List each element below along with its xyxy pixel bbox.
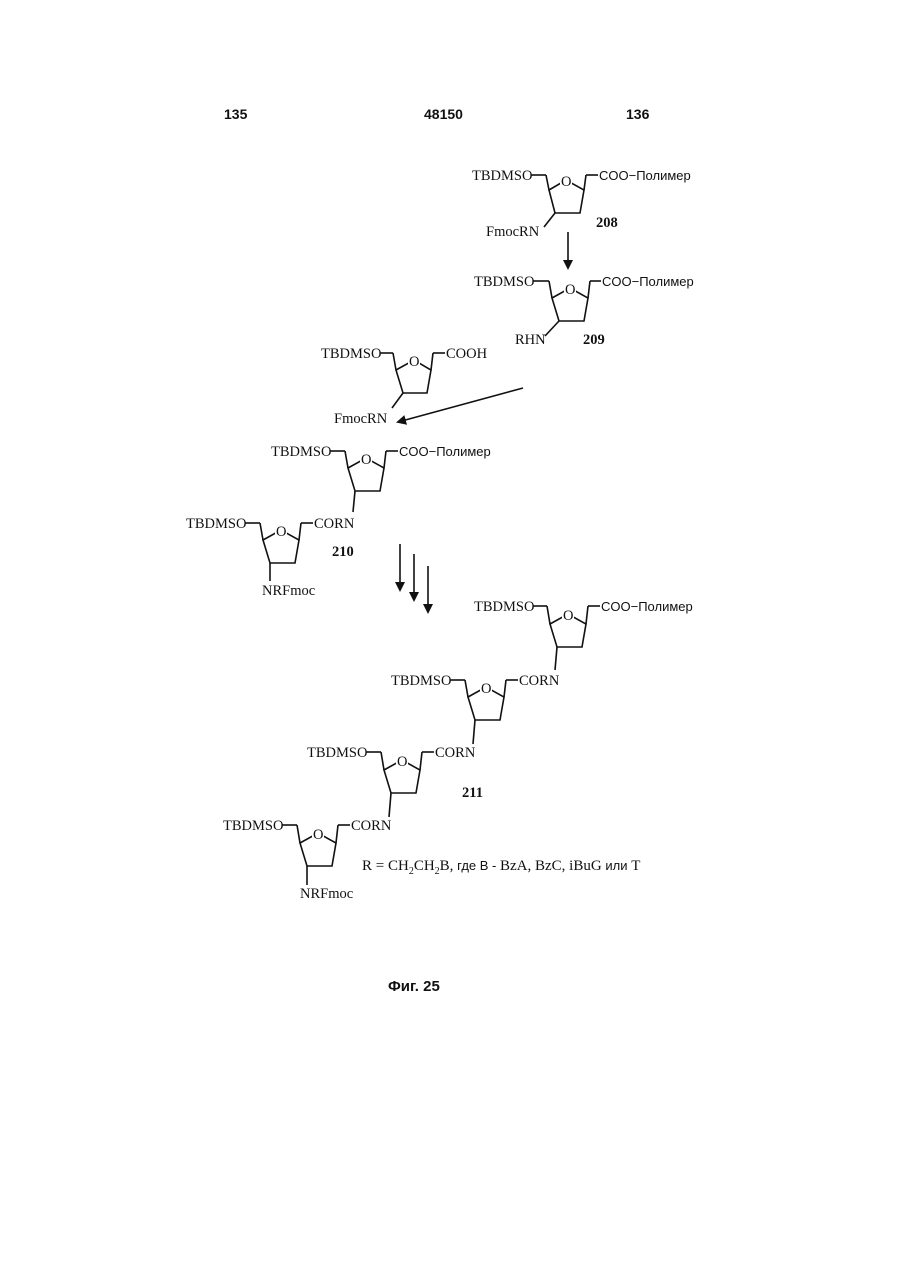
- reagent-acid: TBDMSO O COOH FmocRN: [321, 346, 488, 427]
- fmocrn-label: FmocRN: [334, 411, 388, 427]
- r-group-definition: R = CH2CH2B, где B - BzA, BzC, iBuG или …: [362, 858, 640, 877]
- tbdmso-label: TBDMSO: [223, 818, 283, 834]
- ring-oxygen: O: [561, 174, 571, 190]
- compound-210: TBDMSO O COO−Полимер TBDMSO O CORN NRFmo…: [186, 444, 491, 599]
- tbdmso-label: TBDMSO: [474, 274, 534, 290]
- coo-polymer-label: COO−Полимер: [599, 168, 691, 183]
- ring-oxygen: O: [361, 452, 371, 468]
- coo-polymer-label: COO−Полимер: [602, 274, 694, 289]
- ring-oxygen: O: [409, 354, 419, 370]
- repeated-steps-arrows: [400, 544, 428, 612]
- compound-number: 210: [332, 544, 354, 560]
- tbdmso-label: TBDMSO: [472, 168, 532, 184]
- ring-oxygen: O: [397, 754, 407, 770]
- ring-oxygen: O: [481, 681, 491, 697]
- tbdmso-label: TBDMSO: [307, 745, 367, 761]
- compound-209: TBDMSO O COO−Полимер RHN 209: [474, 274, 694, 348]
- compound-211: TBDMSO O COO−Полимер TBDMSO O CORN TBDMS…: [223, 599, 693, 902]
- cooh-label: COOH: [446, 346, 488, 362]
- compound-number: 209: [583, 332, 605, 348]
- compound-number: 211: [462, 785, 483, 801]
- rhn-label: RHN: [515, 332, 546, 348]
- nrfmoc-label: NRFmoc: [262, 583, 315, 599]
- tbdmso-label: TBDMSO: [321, 346, 381, 362]
- nrfmoc-label: NRFmoc: [300, 886, 353, 902]
- tbdmso-label: TBDMSO: [271, 444, 331, 460]
- ring-oxygen: O: [563, 608, 573, 624]
- tbdmso-label: TBDMSO: [391, 673, 451, 689]
- compound-208: TBDMSO O COO−Полимер FmocRN 208: [472, 168, 691, 240]
- fmocrn-label: FmocRN: [486, 224, 540, 240]
- tbdmso-label: TBDMSO: [186, 516, 246, 532]
- corn-label: CORN: [435, 745, 476, 761]
- corn-label: CORN: [519, 673, 560, 689]
- coo-polymer-label: COO−Полимер: [399, 444, 491, 459]
- ring-oxygen: O: [276, 524, 286, 540]
- figure-caption: Фиг. 25: [388, 978, 440, 995]
- corn-label: CORN: [314, 516, 355, 532]
- corn-label: CORN: [351, 818, 392, 834]
- compound-number: 208: [596, 215, 618, 231]
- ring-oxygen: O: [313, 827, 323, 843]
- ring-oxygen: O: [565, 282, 575, 298]
- coo-polymer-label: COO−Полимер: [601, 599, 693, 614]
- tbdmso-label: TBDMSO: [474, 599, 534, 615]
